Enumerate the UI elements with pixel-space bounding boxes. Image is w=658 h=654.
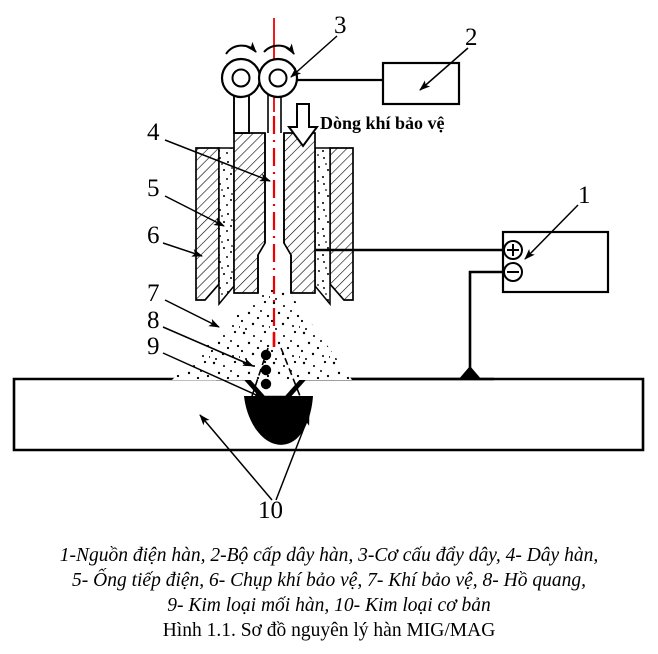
- callout-4: 4: [147, 119, 160, 146]
- ground-cable: [468, 270, 504, 377]
- metal-droplets: [260, 349, 272, 390]
- callout-7: 7: [147, 280, 160, 307]
- figure-title: Hình 1.1. Sơ đồ nguyên lý hàn MIG/MAG: [162, 620, 496, 641]
- gas-flow-arrow-icon: [287, 103, 319, 148]
- wire-feeder-box: [381, 61, 461, 106]
- callout-6: 6: [147, 222, 160, 249]
- callout-8: 8: [147, 307, 160, 334]
- leader-1: [524, 204, 579, 260]
- ground-clamp: [458, 366, 482, 380]
- contact-tube: [233, 132, 316, 294]
- leader-4: [164, 139, 271, 182]
- leader-10-left: [199, 414, 273, 501]
- welding-arc: [251, 347, 301, 397]
- leader-6: [162, 242, 203, 257]
- callout-9: 9: [147, 333, 160, 360]
- wire-bore: [257, 133, 292, 293]
- power-source: [501, 230, 610, 294]
- callout-1: 1: [578, 182, 591, 209]
- leader-2: [419, 47, 469, 91]
- legend-line-1: 1-Nguồn điện hàn, 2-Bộ cấp dây hàn, 3-Cơ…: [59, 545, 599, 566]
- weld-pool: [244, 396, 313, 445]
- leader-5: [164, 195, 225, 227]
- callout-5: 5: [147, 175, 160, 202]
- legend-line-3: 9- Kim loại mối hàn, 10- Kim loại cơ bản: [167, 595, 491, 616]
- leader-3: [290, 35, 338, 78]
- leader-8: [162, 326, 254, 367]
- leader-10-right: [275, 414, 310, 501]
- callout-3: 3: [334, 12, 347, 39]
- callout-10: 10: [258, 497, 283, 524]
- gas-nozzle: [195, 147, 354, 301]
- leader-9: [162, 352, 264, 399]
- legend-line-2: 5- Ống tiếp điện, 6- Chụp khí bảo vệ, 7-…: [72, 570, 586, 591]
- leader-7: [164, 299, 220, 328]
- wire-feed-rollers: [220, 41, 299, 99]
- gas-flow-label: Dòng khí bảo vệ: [320, 113, 445, 133]
- base-metal-plate: [12, 377, 645, 452]
- callout-2: 2: [465, 24, 478, 51]
